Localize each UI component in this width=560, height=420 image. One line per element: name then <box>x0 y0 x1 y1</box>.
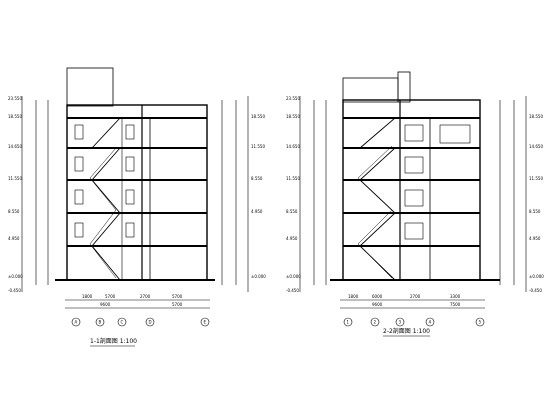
dimension-label: 6000 <box>372 294 383 299</box>
elevation-label: 11.550 <box>251 144 265 149</box>
elev-labels-right-section-right: 18.550 14.650 11.550 8.550 4.950 ±0.000 … <box>529 114 544 293</box>
axis-bubbles-left: A B C D E <box>71 317 210 327</box>
elevation-label: -0.450 <box>529 288 542 293</box>
dimension-label: 2700 <box>140 294 151 299</box>
roof-box-left <box>66 67 114 107</box>
elevation-label: 18.550 <box>529 114 543 119</box>
dimension-label: 7500 <box>450 302 461 307</box>
elev-labels-left-section-left: 23.550 18.550 14.650 11.550 8.550 4.950 … <box>8 96 23 293</box>
dimension-label: 3300 <box>450 294 461 299</box>
elevation-label: ±0.000 <box>529 274 544 279</box>
floor-slabs-right <box>330 117 500 281</box>
dimension-label: 1800 <box>82 294 93 299</box>
elevation-label: 4.950 <box>529 236 541 241</box>
elevation-label: 11.550 <box>8 176 22 181</box>
axis-bubbles-right: 1 2 3 4 5 <box>343 317 485 327</box>
axis-bubble-label: B <box>99 320 102 325</box>
elevation-label: 18.550 <box>251 114 265 119</box>
roof-box-right <box>342 77 399 103</box>
axis-bubble-label: E <box>204 320 207 325</box>
elevation-label: -0.450 <box>286 288 299 293</box>
axis-bubble-label: D <box>149 320 152 325</box>
elevation-label: 4.950 <box>251 209 263 214</box>
dimension-label: 2700 <box>410 294 421 299</box>
elevation-label: 11.550 <box>529 176 543 181</box>
elevation-label: 8.550 <box>251 176 263 181</box>
axis-bubble-label: 5 <box>479 320 482 325</box>
elevation-label: 14.650 <box>286 144 300 149</box>
dimension-label: 9600 <box>100 302 111 307</box>
elevation-label: ±0.000 <box>8 274 23 279</box>
section-caption-left: 1-1剖面图 1:100 <box>90 337 137 345</box>
dimension-label: 1800 <box>348 294 359 299</box>
elevation-label: -0.450 <box>8 288 21 293</box>
dimension-label: 9600 <box>372 302 383 307</box>
elevation-label: 18.550 <box>8 114 22 119</box>
dimension-label: 5700 <box>172 302 183 307</box>
axis-bubble-label: C <box>121 320 124 325</box>
elev-labels-right-section-left: 18.550 11.550 8.550 4.950 ±0.000 <box>251 114 266 279</box>
dimension-label: 5700 <box>105 294 116 299</box>
section-right: 23.550 18.550 14.650 11.550 8.550 4.950 … <box>286 71 544 337</box>
axis-bubble-label: 3 <box>399 320 402 325</box>
axis-bubble-label: 1 <box>347 320 350 325</box>
elevation-label: 8.550 <box>286 209 298 214</box>
stair-flight-left <box>91 117 121 149</box>
building-outline-left <box>66 104 208 281</box>
section-caption-right: 2-2剖面图 1:100 <box>383 327 430 335</box>
dimension-row-1-left: 1800 5700 2700 5700 <box>82 294 183 299</box>
elevation-label: 14.650 <box>529 144 543 149</box>
axis-bubble-label: A <box>75 320 78 325</box>
dimension-row-1-right: 1800 6000 2700 3300 <box>348 294 461 299</box>
elevation-label: 14.650 <box>8 144 22 149</box>
floor-slabs-left <box>55 117 215 281</box>
axis-bubble-label: 2 <box>374 320 377 325</box>
windows-right <box>404 124 471 240</box>
elevation-label: ±0.000 <box>286 274 301 279</box>
elevation-label: 4.950 <box>286 236 298 241</box>
stair-flight-left <box>91 147 121 281</box>
section-left: 23.550 18.550 14.650 11.550 8.550 4.950 … <box>8 67 266 347</box>
elevation-label: 11.550 <box>286 176 300 181</box>
stair-flight-right <box>359 117 396 149</box>
stair-rail-right <box>357 145 393 279</box>
elevation-label: 8.550 <box>8 209 20 214</box>
elevation-label: 4.950 <box>8 236 20 241</box>
dimension-label: 5700 <box>172 294 183 299</box>
dimension-row-2-left: 9600 5700 <box>100 302 183 307</box>
windows-left <box>74 124 135 238</box>
elevation-label: 23.550 <box>286 96 300 101</box>
elevation-label: 23.550 <box>8 96 22 101</box>
elevation-label: 18.550 <box>286 114 300 119</box>
elevation-label: 8.550 <box>529 209 541 214</box>
dimension-row-2-right: 9600 7500 <box>372 302 461 307</box>
elev-labels-left-section-right: 23.550 18.550 14.650 11.550 8.550 4.950 … <box>286 96 301 293</box>
axis-bubble-label: 4 <box>429 320 432 325</box>
stair-rail-left <box>89 147 117 279</box>
elevation-label: ±0.000 <box>251 274 266 279</box>
